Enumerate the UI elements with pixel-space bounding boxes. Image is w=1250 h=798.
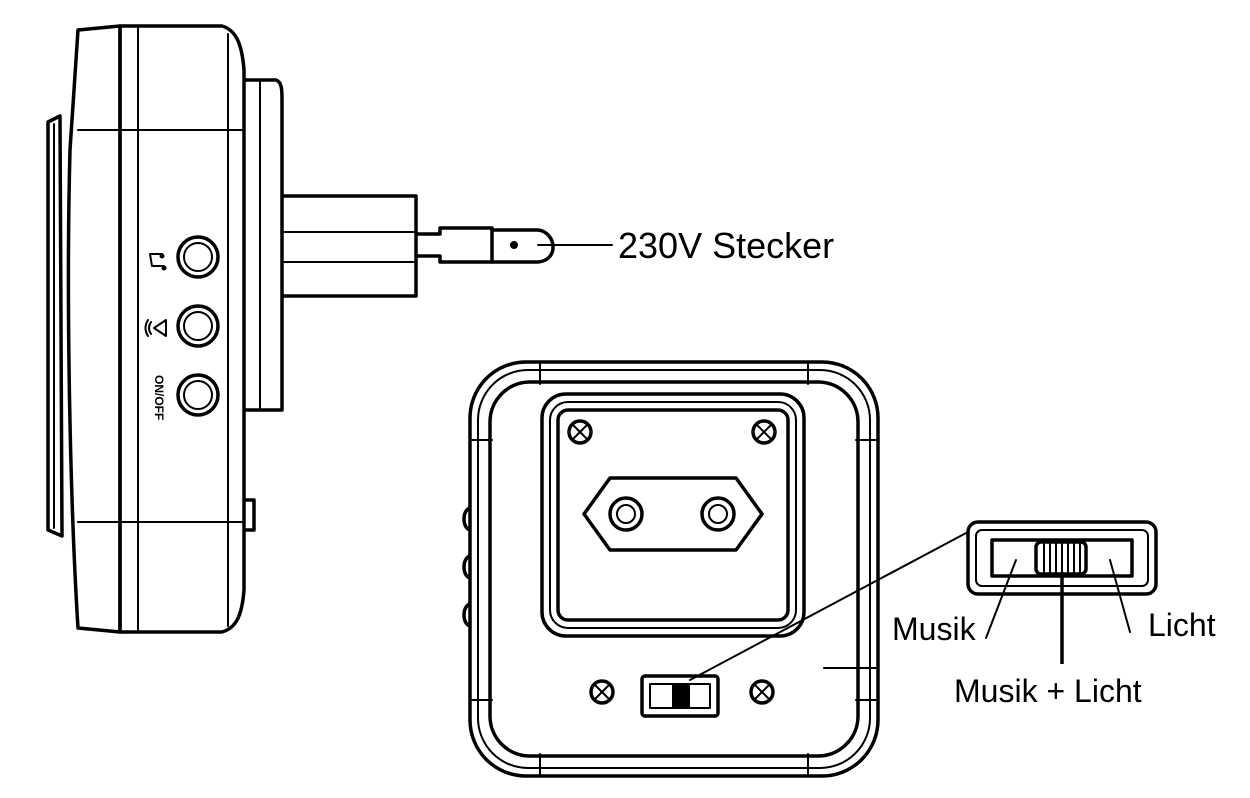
musik-leader-line [985,559,1017,639]
screw-bottom-left [589,679,615,705]
socket-recess [540,392,806,638]
switch-detail [966,520,1158,664]
socket-hole-left [608,496,644,532]
on-off-label: ON/OFF [152,375,166,420]
back-housing-outer [468,360,880,778]
plug-label: 230V Stecker [618,225,834,266]
screw-bottom-right [749,679,775,705]
socket-face [582,476,764,552]
back-view [462,360,969,778]
music-note-icon [149,253,167,271]
musik-licht-label: Musik + Licht [954,673,1142,709]
switch-detail-slider[interactable] [1034,540,1088,576]
mode-switch[interactable] [640,674,720,718]
side-back-plate [244,78,284,412]
side-view: ON/OFF [46,24,613,634]
socket-hole-right [700,496,736,532]
plug-pin [416,226,494,264]
side-front-rim [66,24,122,634]
on-off-button[interactable] [176,373,220,417]
licht-leader-line [1109,559,1131,633]
side-housing [118,24,246,634]
screw-top-right [751,419,777,445]
volume-button[interactable] [176,304,220,348]
plug-housing [282,194,418,298]
side-front-cover [46,114,64,538]
musik-label: Musik [892,611,977,647]
music-button[interactable] [176,235,220,279]
switch-leader-line [689,531,969,681]
speaker-volume-icon [144,319,167,337]
screw-top-left [567,419,593,445]
licht-label: Licht [1148,607,1216,643]
